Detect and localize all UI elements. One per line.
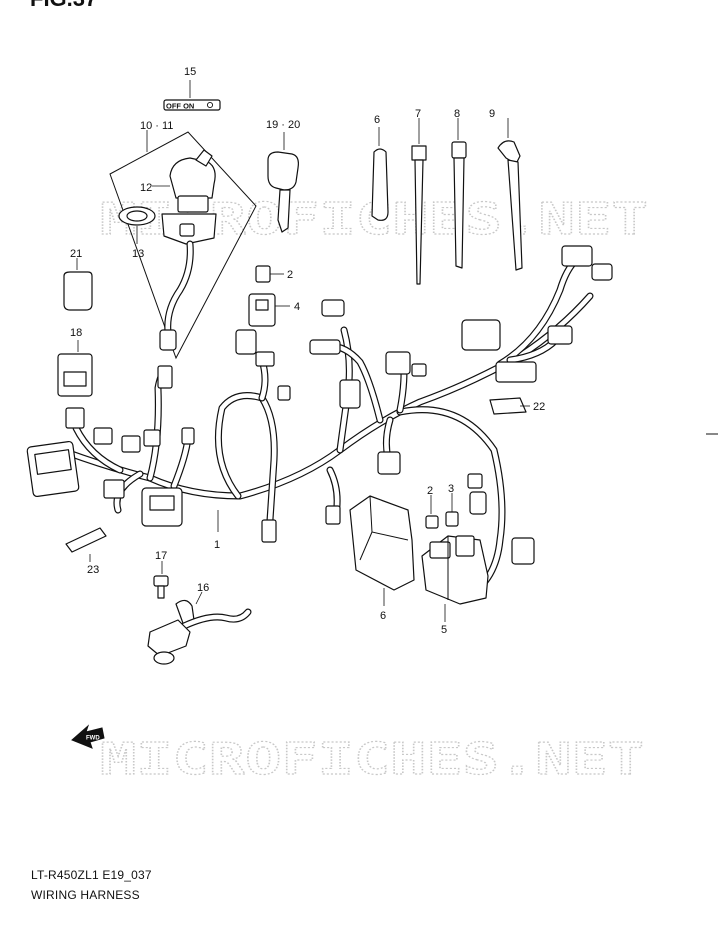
watermark-lower: MICROFICHES.NET: [100, 734, 644, 785]
fuse-holder: [248, 293, 290, 327]
fuse-upper: [255, 265, 284, 283]
nut-ring: [118, 206, 156, 226]
callout: 2: [427, 485, 433, 497]
bolt: [153, 561, 169, 599]
sun-icon: [206, 101, 214, 109]
forward-arrow-text: FWD: [86, 736, 100, 742]
ignition-key: [267, 132, 299, 233]
callout: 6: [374, 114, 380, 126]
callout: 19 · 20: [266, 119, 300, 131]
fuses-lower: [425, 493, 459, 529]
wire-clamp-7: [371, 127, 389, 221]
cable-tie-9: [451, 118, 467, 269]
cable-tie-10-11: [497, 118, 523, 271]
forward-arrow: FWD: [71, 724, 105, 749]
callout: 5: [441, 624, 447, 636]
callout: 3: [448, 483, 454, 495]
relay: [63, 258, 93, 311]
callout: 6: [380, 610, 386, 622]
callout: 2: [287, 269, 293, 281]
callout: 23: [87, 564, 99, 576]
cable-tie-8: [411, 118, 427, 285]
switch-plate: OFF ON: [163, 80, 221, 111]
callout: 16: [197, 582, 209, 594]
callout: 9: [489, 108, 495, 120]
section-title: WIRING HARNESS: [31, 888, 140, 902]
relay-cover: [349, 495, 415, 606]
callout: 15: [184, 66, 196, 78]
callout: 7: [415, 108, 421, 120]
callout: 17: [155, 550, 167, 562]
switch-connector: [159, 329, 177, 351]
pad-23: [65, 527, 107, 562]
ignition-switch-assembly: [109, 130, 257, 360]
callout: 12: [140, 182, 152, 194]
callout: 21: [70, 248, 82, 260]
harness-connectors: [26, 245, 613, 565]
pad-22: [489, 397, 530, 415]
callout: 13: [132, 248, 144, 260]
model-code: LT-R450ZL1 E19_037: [31, 868, 152, 882]
callout: 18: [70, 327, 82, 339]
callout: 8: [454, 108, 460, 120]
figure-title: FIG.37: [30, 0, 97, 11]
assembly-outline: [109, 131, 257, 360]
connector-18: [57, 340, 93, 397]
relay-box: [421, 535, 489, 622]
ground-wire: [147, 591, 252, 665]
callout: 10 · 11: [140, 120, 173, 132]
callout: 4: [294, 301, 300, 313]
callout: 22: [533, 401, 545, 413]
callout: 1: [214, 539, 220, 551]
switch-plate-text: OFF ON: [166, 102, 194, 111]
callout-labels: 15 10 · 11 12 13 19 · 20 6 7 8 9 21 18 2…: [70, 66, 545, 594]
key-switch: [161, 149, 217, 245]
callout-labels-extra: 6 5: [380, 610, 447, 636]
